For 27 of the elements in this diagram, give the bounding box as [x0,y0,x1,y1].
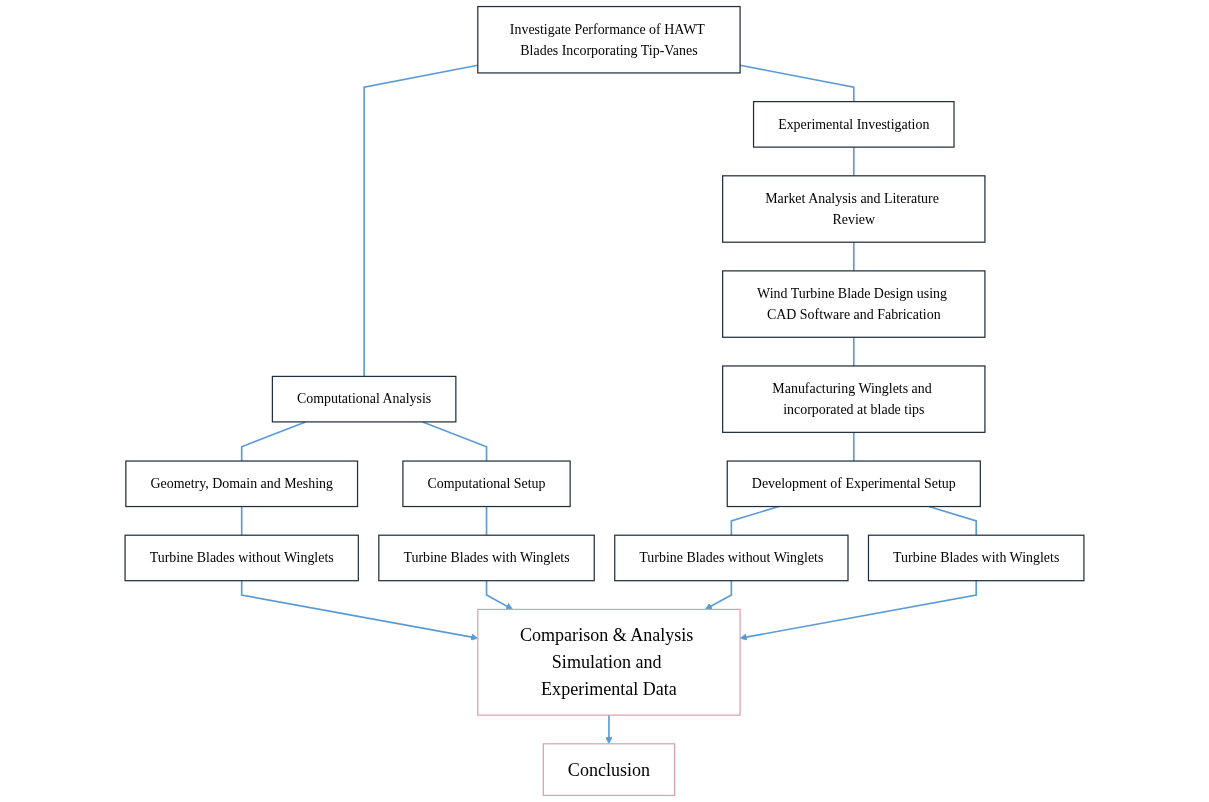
node-box: Turbine Blades without Winglets [614,534,849,582]
node-box: Geometry, Domain and Meshing [125,460,359,508]
connector [730,505,780,537]
node-box: Turbine Blades with Winglets [378,534,595,582]
connector [852,241,855,272]
connector [240,505,243,537]
node-box: Development of Experimental Setup [726,460,981,508]
arrow [485,579,513,610]
node-box: Investigate Performance of HAWT Blades Incorporating Tip-Vanes [477,5,741,74]
connector [485,505,488,537]
node-box: Wind Turbine Blade Design using CAD Software and Fabrication [722,270,986,338]
node-box: Manufacturing Winglets and incorporated at blade tips [722,365,986,433]
node-box: Turbine Blades without Winglets [124,534,359,582]
arrow [704,579,733,610]
node-box: Experimental Investigation [752,101,955,148]
node-box: Conclusion [542,743,676,797]
connector [852,431,855,462]
arrow [605,714,613,745]
connector [240,421,307,462]
node-box: Market Analysis and Literature Review [722,175,986,243]
connector [852,146,855,177]
node-box: Computational Setup [402,460,571,508]
node-box: Computational Analysis [271,375,457,423]
connector [928,505,978,537]
connector [852,336,855,367]
node-box: Comparison & Analysis Simulation and Experimental Data [477,608,741,716]
node-box: Turbine Blades with Winglets [867,534,1085,582]
